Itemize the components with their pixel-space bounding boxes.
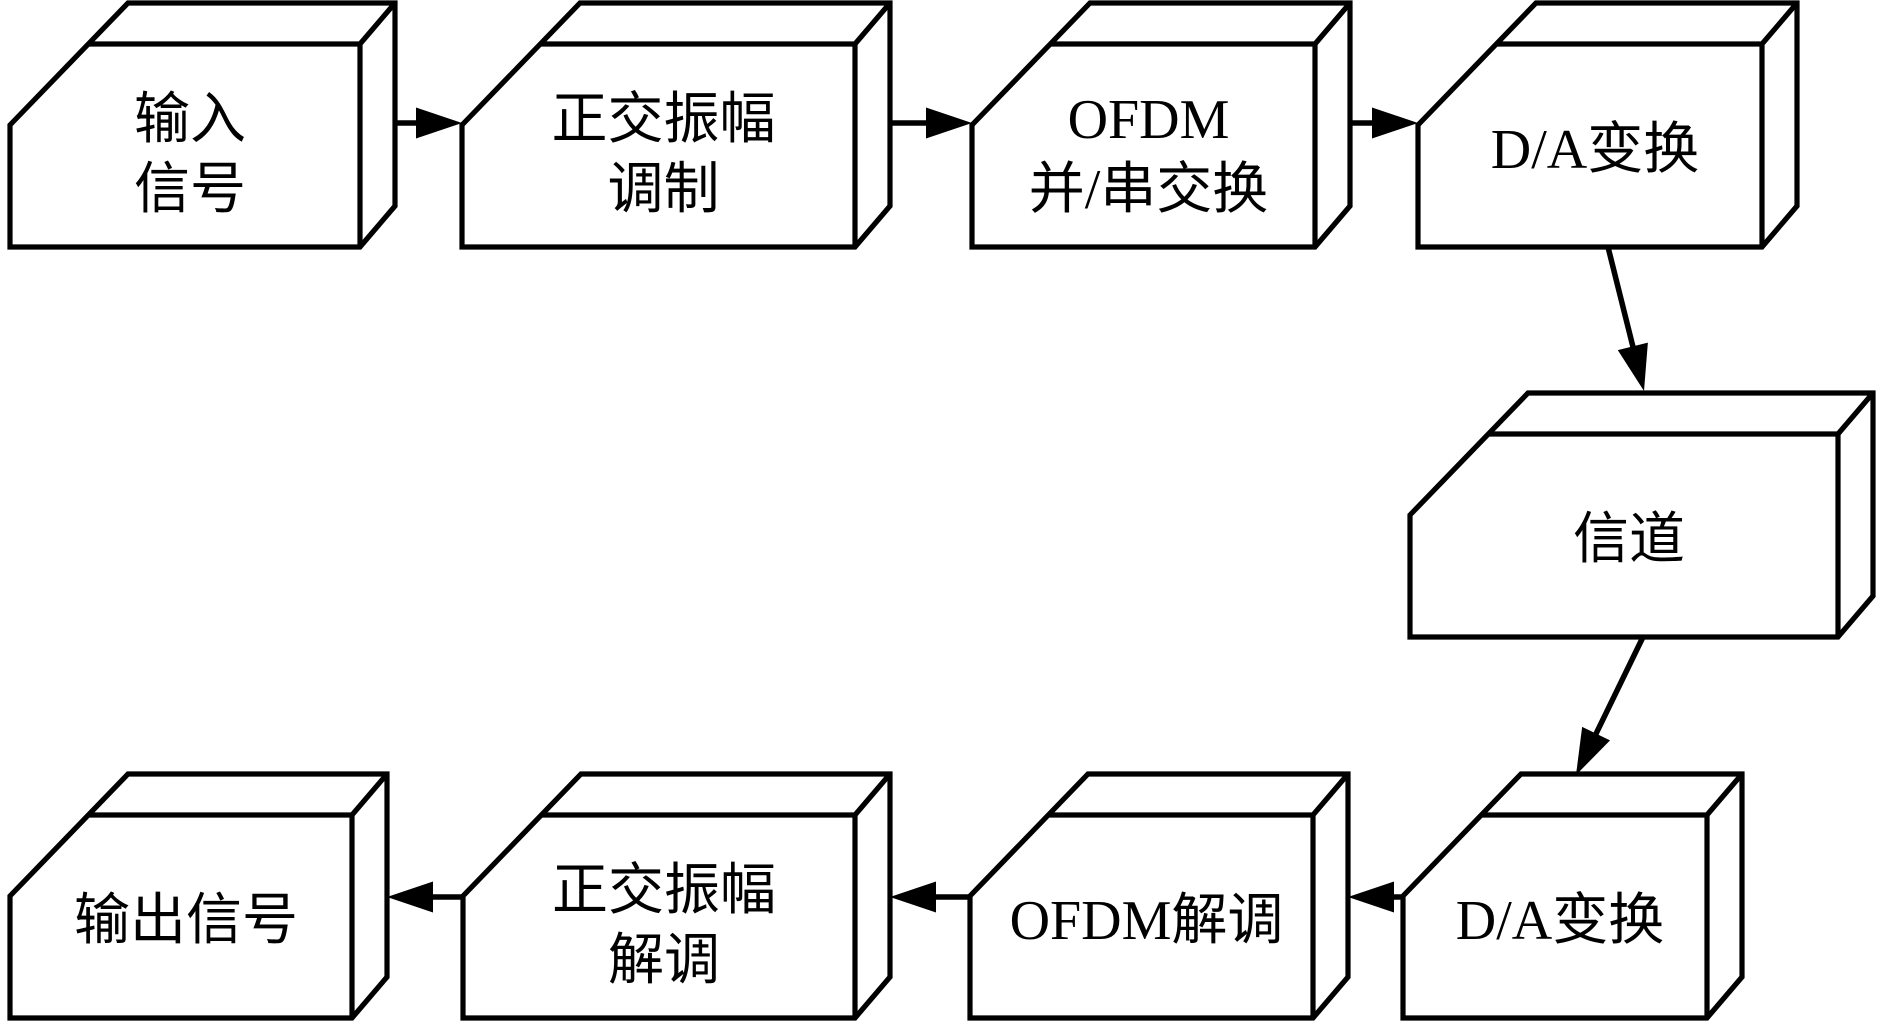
arrow-head-icon <box>1576 726 1611 775</box>
node-front-edges <box>1481 772 1744 1018</box>
node-front-edges <box>1496 1 1799 247</box>
node-label: 调制 <box>608 159 720 221</box>
node-label: 并/串交换 <box>1029 159 1269 221</box>
arrow-head-icon <box>1617 342 1648 391</box>
arrow-channel-to-da <box>1576 635 1646 775</box>
node-front-edges <box>1050 1 1352 247</box>
node-outline <box>7 771 390 1021</box>
node-front-edges <box>540 1 892 247</box>
node-output-signal: 输出信号 <box>7 771 390 1021</box>
node-outline <box>7 0 398 250</box>
node-label: D/A变换 <box>1491 119 1699 181</box>
node-outline <box>1415 0 1800 250</box>
node-label: 信道 <box>1573 509 1685 571</box>
node-da-conv-rx: D/A变换 <box>1400 771 1745 1021</box>
arrow-head-icon <box>890 881 936 913</box>
node-label: OFDM解调 <box>1010 890 1284 952</box>
node-outline <box>1407 390 1876 640</box>
node-outline <box>459 0 893 250</box>
node-outline <box>1400 771 1745 1021</box>
node-label: 输入 <box>134 89 246 151</box>
node-outline <box>969 0 1353 250</box>
node-ofdm-demod: OFDM解调 <box>967 771 1351 1021</box>
arrow-head-icon <box>416 107 462 139</box>
arrow-shaft <box>1605 246 1636 349</box>
node-label: 输出信号 <box>74 890 298 952</box>
arrow-head-icon <box>1348 881 1394 913</box>
arrow-qamdemod-to-output <box>387 881 463 913</box>
arrow-head-icon <box>387 881 433 913</box>
node-label: 正交振幅 <box>552 89 776 151</box>
node-front-edges <box>88 772 389 1018</box>
node-label: OFDM <box>1068 89 1230 151</box>
arrow-ofdmdemod-to-qamdemod <box>890 881 970 913</box>
node-da-conv-tx: D/A变换 <box>1415 0 1800 250</box>
node-front-edges <box>1488 391 1875 637</box>
node-label: 正交振幅 <box>552 860 776 922</box>
node-front-edges <box>541 772 892 1018</box>
arrow-head-icon <box>1372 107 1418 139</box>
node-outline <box>967 771 1351 1021</box>
arrows-layer <box>387 107 1648 913</box>
arrow-shaft <box>1592 635 1646 737</box>
node-ofdm-p2s: OFDM 并/串交换 <box>969 0 1353 250</box>
arrow-ofdm-to-da <box>1350 107 1418 139</box>
node-label: 解调 <box>608 930 720 992</box>
node-label: D/A变换 <box>1456 890 1664 952</box>
node-outline <box>460 771 893 1021</box>
node-front-edges <box>1048 772 1350 1018</box>
node-front-edges <box>88 1 397 247</box>
arrow-qam-to-ofdm <box>890 107 972 139</box>
arrow-input-to-qam <box>395 107 462 139</box>
arrow-da-to-channel <box>1605 246 1648 391</box>
nodes-layer: 输入信号正交振幅调制OFDM并/串交换D/A变换信道D/A变换OFDM解调正交振… <box>7 0 1876 1021</box>
arrow-da-to-ofdmdemod <box>1348 881 1403 913</box>
node-label: 信号 <box>134 159 246 221</box>
arrow-head-icon <box>926 107 972 139</box>
node-channel: 信道 <box>1407 390 1876 640</box>
